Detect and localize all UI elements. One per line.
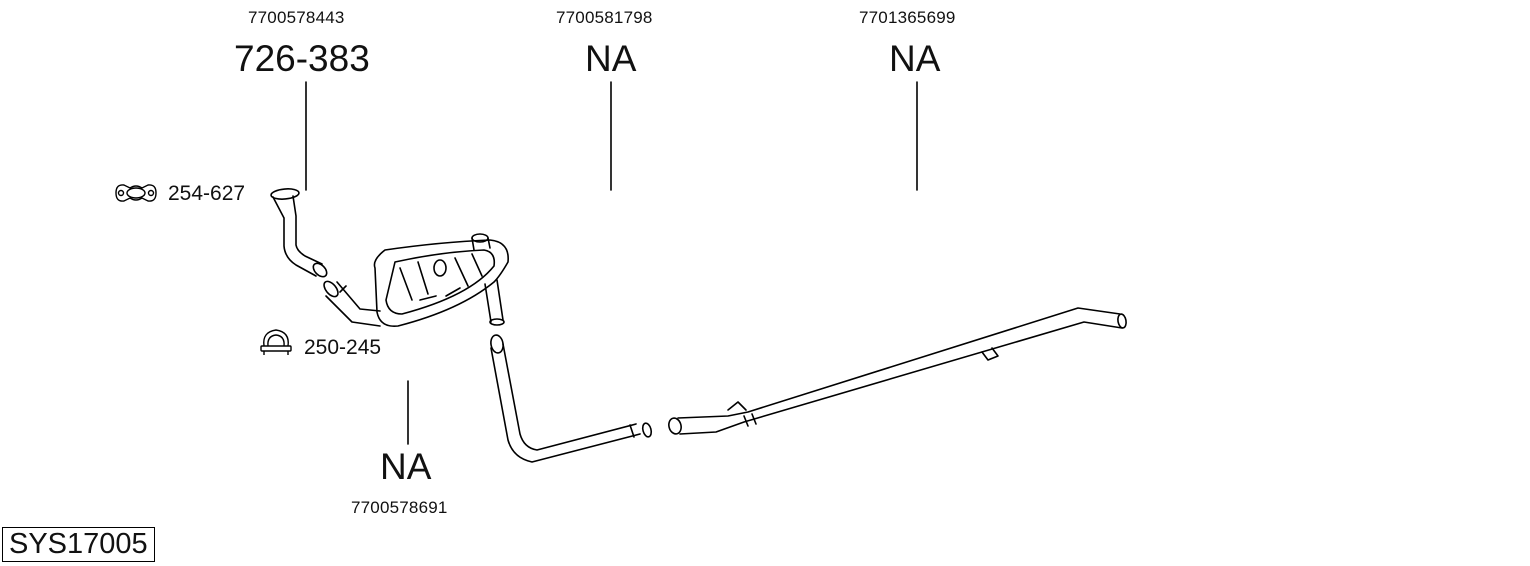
oem-number-part-2: 7700581798 <box>556 8 653 27</box>
clamp-part-number-1: 254-627 <box>168 182 246 205</box>
rear-pipe-drawing <box>668 307 1127 435</box>
gasket-clamp-icon <box>115 184 157 202</box>
system-code-label: SYS17005 <box>2 527 155 562</box>
muffler-inlet-pipe-drawing <box>323 280 381 327</box>
part-number-2: NA <box>585 38 637 79</box>
oem-number-part-3: 7701365699 <box>859 8 956 27</box>
muffler-drawing <box>373 233 509 328</box>
part-number-3: NA <box>889 38 941 79</box>
intermediate-pipe-drawing <box>490 334 653 463</box>
part-number-1: 726-383 <box>234 38 370 79</box>
oem-number-part-4: 7700578691 <box>351 498 448 517</box>
u-bolt-clamp-icon <box>260 329 292 355</box>
front-pipe-drawing <box>270 188 328 278</box>
part-number-4: NA <box>380 446 432 487</box>
clamp-part-number-2: 250-245 <box>304 336 382 359</box>
oem-number-part-1: 7700578443 <box>248 8 345 27</box>
